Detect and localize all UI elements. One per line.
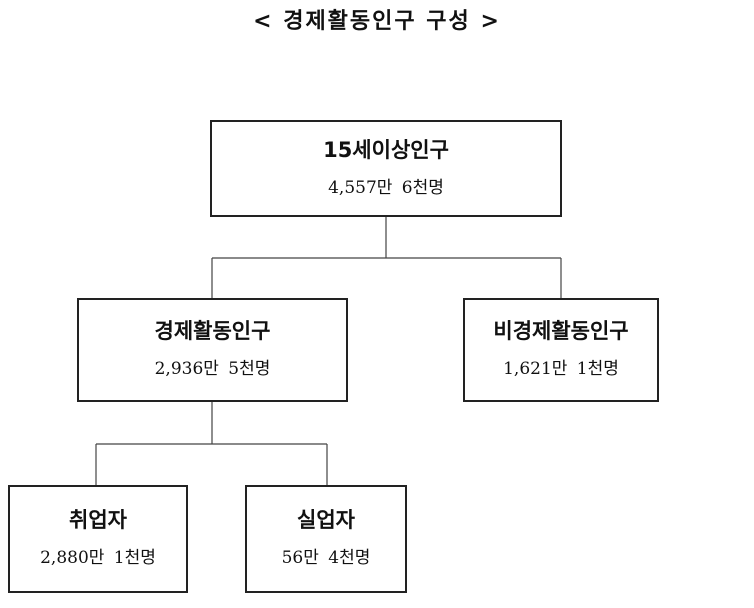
node-name: 경제활동인구 — [154, 319, 271, 343]
node-value: 56만 4천명 — [281, 548, 371, 568]
node-name: 15세이상인구 — [323, 137, 449, 162]
node-value: 2,936만 5천명 — [154, 359, 271, 379]
node-name: 취업자 — [69, 508, 127, 532]
node-population-15-plus: 15세이상인구 4,557만 6천명 — [210, 120, 562, 217]
node-name: 실업자 — [297, 508, 355, 532]
node-name: 비경제활동인구 — [493, 319, 629, 343]
node-economically-inactive: 비경제활동인구 1,621만 1천명 — [463, 298, 659, 402]
node-value: 2,880만 1천명 — [40, 548, 156, 568]
node-economically-active: 경제활동인구 2,936만 5천명 — [77, 298, 348, 402]
node-value: 4,557만 6천명 — [328, 177, 444, 198]
diagram-title: < 경제활동인구 구성 > — [253, 9, 501, 34]
node-unemployed: 실업자 56만 4천명 — [245, 485, 407, 593]
node-value: 1,621만 1천명 — [503, 359, 619, 379]
node-employed: 취업자 2,880만 1천명 — [8, 485, 188, 593]
